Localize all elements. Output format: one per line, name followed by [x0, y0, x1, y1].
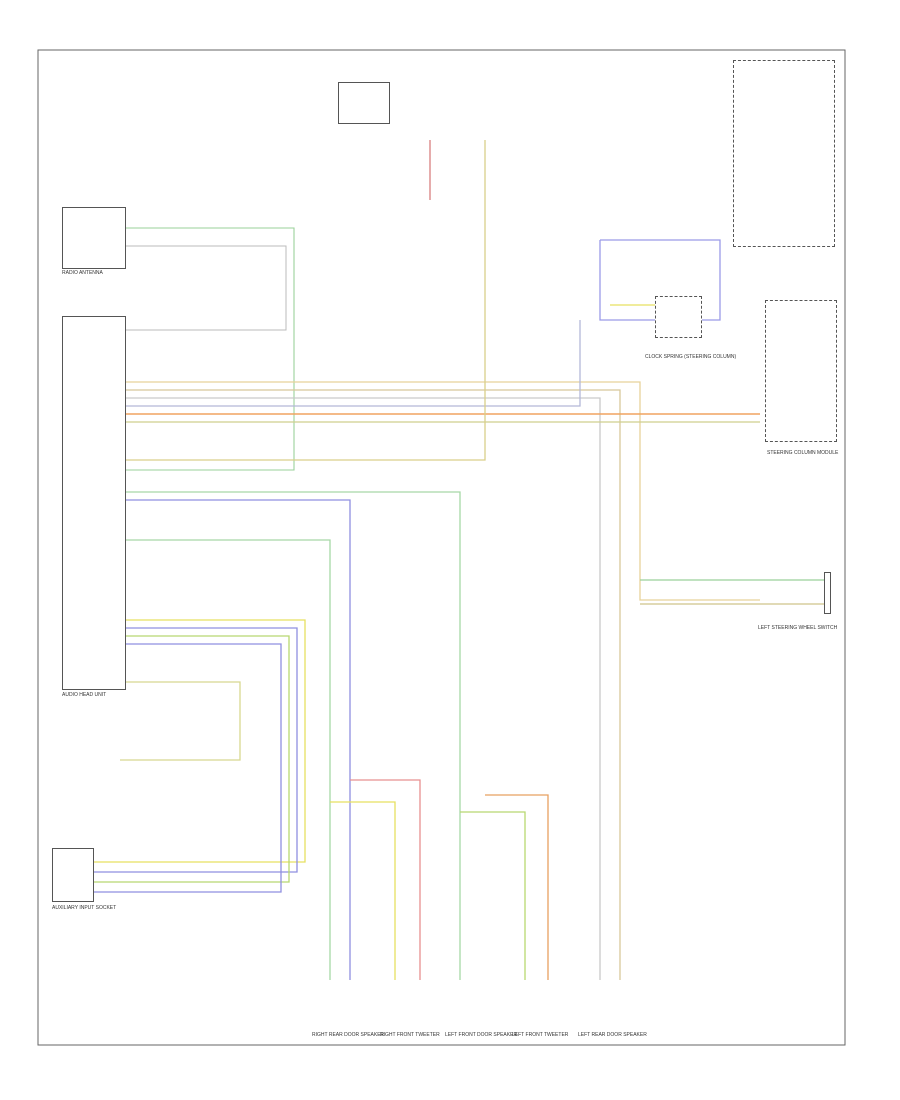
- clock-spring-label: CLOCK SPRING (STEERING COLUMN): [645, 354, 737, 360]
- speaker-label-3: LEFT FRONT DOOR SPEAKER: [445, 1032, 518, 1038]
- antenna-signal-wire: [124, 227, 295, 471]
- speaker-wire-green-2: [124, 539, 331, 980]
- steering-column-module-label: STEERING COLUMN MODULE: [767, 450, 839, 456]
- switch-panel-block: [733, 60, 835, 247]
- radio-antenna-label: RADIO ANTENNA: [62, 270, 103, 276]
- speaker-label-1: RIGHT REAR DOOR SPEAKER: [312, 1032, 385, 1038]
- tweeter-wire-red: [350, 779, 421, 980]
- aux-wire-lime: [92, 635, 290, 883]
- aux-wire-blue-2: [92, 643, 282, 893]
- power-feed-wire: [124, 140, 486, 461]
- tweeter-wire-lime: [460, 811, 526, 980]
- antenna-ground-wire: [124, 245, 287, 331]
- audio-head-unit-label: AUDIO HEAD UNIT: [62, 692, 107, 698]
- speaker-label-4: LEFT FRONT TWEETER: [512, 1032, 569, 1038]
- speaker-label-2: RIGHT FRONT TWEETER: [380, 1032, 440, 1038]
- radio-antenna-block: [62, 207, 126, 269]
- speaker-wire-green: [124, 491, 461, 980]
- left-steering-wheel-switch-block: [824, 572, 831, 614]
- tweeter-wire-orange: [485, 794, 549, 980]
- steering-column-module-block: [765, 300, 837, 442]
- audio-head-unit-block: [62, 316, 126, 690]
- wire-bus-3: [124, 397, 601, 980]
- wire-layer: [92, 140, 824, 980]
- auxiliary-input-block: [52, 848, 94, 902]
- tweeter-wire-yellow: [330, 801, 396, 980]
- diagram-frame: [37, 49, 846, 1046]
- wire-bus-4: [124, 320, 581, 407]
- left-steering-wheel-switch-label: LEFT STEERING WHEEL SWITCH: [758, 625, 838, 631]
- aux-wire-yellow: [92, 619, 306, 863]
- speaker-label-5: LEFT REAR DOOR SPEAKER: [578, 1032, 647, 1038]
- aux-wire-blue: [92, 627, 298, 873]
- wire-bus-2: [124, 389, 621, 980]
- ground-wire: [120, 681, 241, 761]
- audio-frequency-module-block: [338, 82, 390, 124]
- auxiliary-input-label: AUXILIARY INPUT SOCKET: [52, 905, 117, 911]
- speaker-wire-blue: [124, 499, 351, 980]
- wire-bus-1: [124, 381, 760, 601]
- clock-spring-loop: [599, 239, 721, 321]
- clock-spring-block: [655, 296, 702, 338]
